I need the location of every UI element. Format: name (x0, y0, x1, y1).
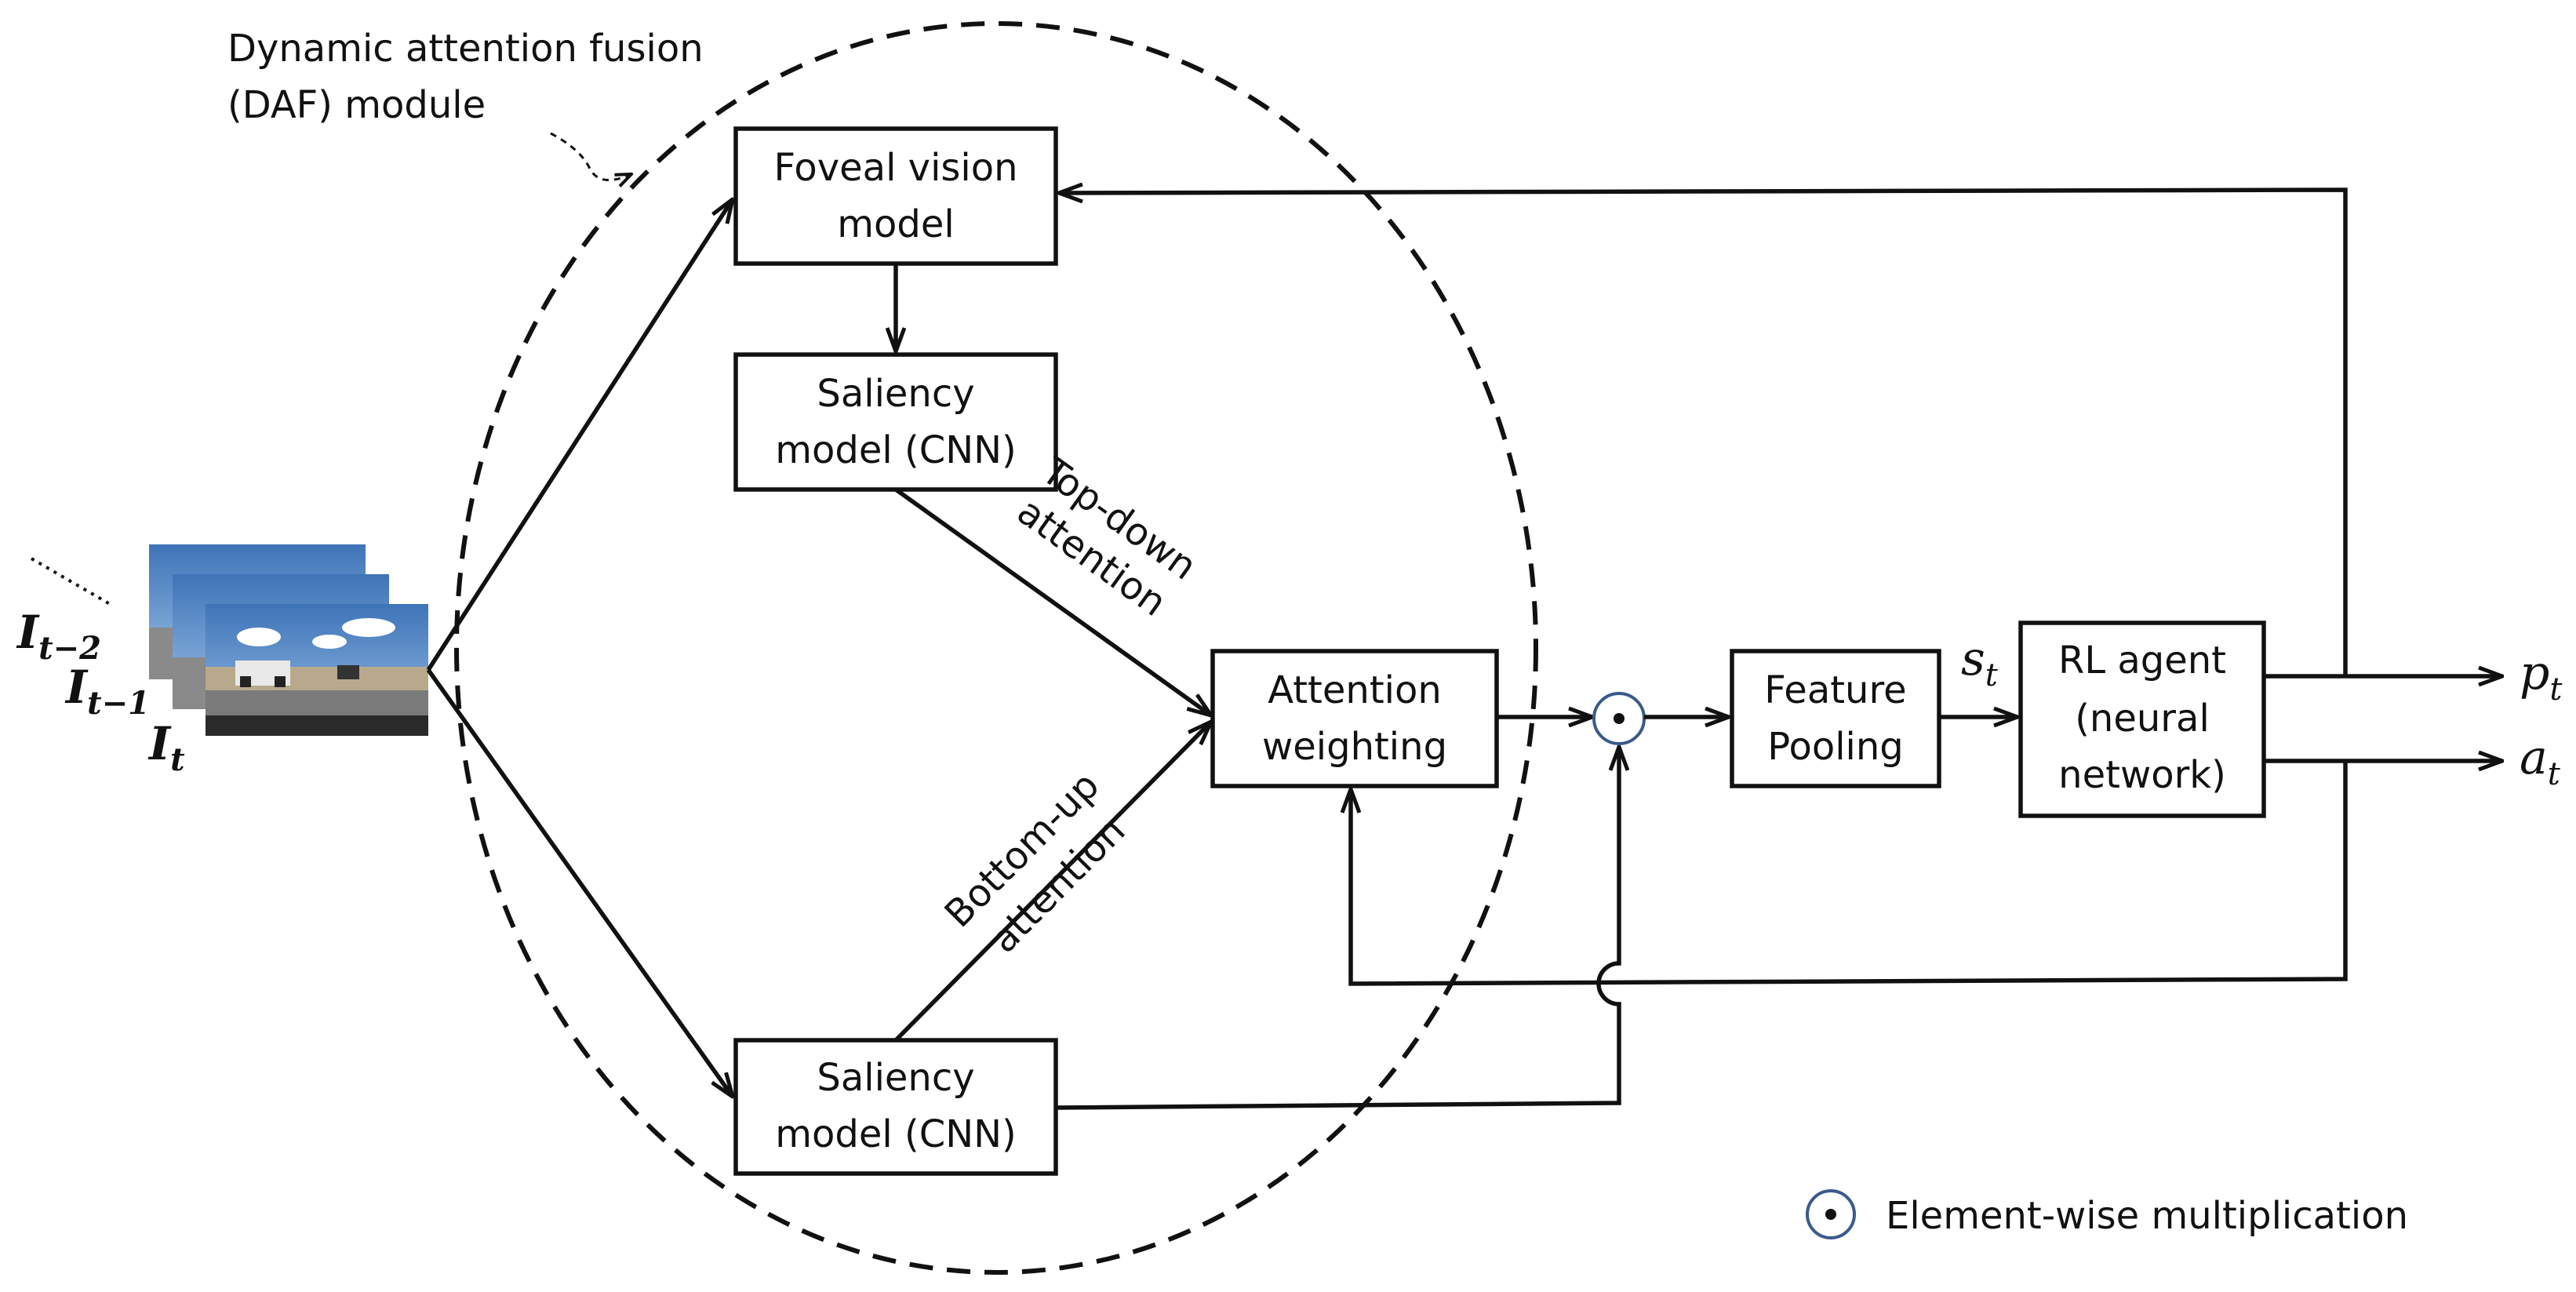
element-wise-multiply-node (1592, 692, 1646, 745)
agent-box-line1: RL agent (2058, 639, 2226, 682)
frame-label-t-minus-2: It−2 (16, 606, 101, 667)
saliency-top-line2: model (CNN) (775, 428, 1017, 472)
legend: Element-wise multiplication (1806, 1189, 2408, 1239)
foveal-box-line1: Foveal vision (773, 146, 1017, 190)
bottom-up-attention-label: Bottom-up attention (937, 763, 1134, 962)
arrow-frames-to-saliency-bottom (426, 668, 733, 1097)
frame-ellipsis-dots (30, 557, 111, 606)
legend-text: Element-wise multiplication (1886, 1194, 2408, 1238)
saliency-bottom-line2: model (CNN) (775, 1112, 1017, 1156)
daf-module-boundary (454, 21, 1538, 1275)
output-p-label: pt (2520, 646, 2563, 708)
arrow-saliency-bottom-to-multiply (1055, 747, 1619, 1110)
frame-label-t: It (147, 717, 185, 778)
arrow-top-down-attention (894, 487, 1211, 715)
frame-t (206, 604, 428, 736)
daf-module-label-line1: Dynamic attention fusion (227, 27, 704, 71)
saliency-top-line1: Saliency (817, 372, 974, 416)
rl-agent-box: RL agent (neural network) (2018, 621, 2266, 818)
agent-box-line2: (neural (2075, 697, 2210, 741)
attention-box-line2: weighting (1262, 725, 1447, 769)
pooling-box-line2: Pooling (1767, 725, 1904, 769)
foveal-box-line2: model (837, 202, 954, 246)
saliency-model-top-box: Saliency model (CNN) (733, 352, 1058, 492)
arrow-frames-to-foveal (426, 199, 733, 671)
attention-weighting-box: Attention weighting (1210, 649, 1499, 788)
saliency-bottom-line1: Saliency (817, 1056, 974, 1100)
foveal-vision-model-box: Foveal vision model (733, 126, 1058, 266)
frame-label-t-minus-1: It−1 (64, 661, 150, 722)
state-label: st (1961, 631, 1999, 693)
input-frame-stack (149, 544, 428, 736)
saliency-model-bottom-box: Saliency model (CNN) (733, 1038, 1058, 1176)
feedback-a-to-attention (1351, 761, 2348, 986)
feedback-p-to-foveal (1059, 190, 2348, 676)
output-a-label: at (2520, 730, 2561, 792)
module-label-leader (550, 132, 631, 180)
feature-pooling-box: Feature Pooling (1730, 649, 1941, 788)
daf-module-label-line2: (DAF) module (227, 83, 486, 127)
attention-box-line1: Attention (1268, 668, 1442, 712)
agent-box-line3: network) (2058, 753, 2226, 797)
arrow-bottom-up-attention (894, 722, 1211, 1042)
pooling-box-line1: Feature (1764, 668, 1906, 712)
